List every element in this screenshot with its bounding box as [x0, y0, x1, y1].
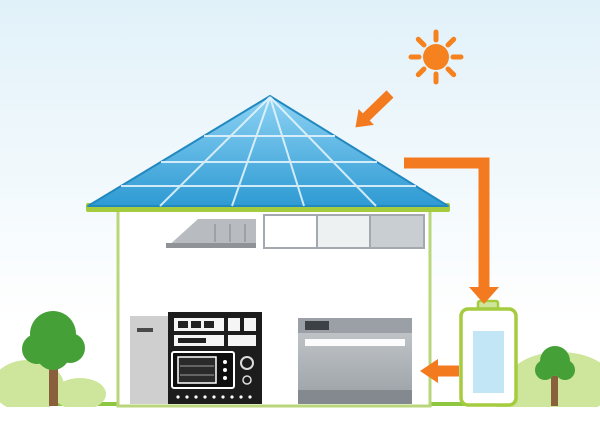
oven-knob: [240, 356, 254, 370]
solar-panel-grid: [121, 96, 416, 207]
oven-microwave-unit: [130, 312, 262, 404]
oven-button-row: [176, 395, 252, 399]
battery-cell: [473, 331, 504, 393]
tree-left-trunk: [49, 360, 58, 406]
house: [116, 208, 432, 408]
sun-rays: [408, 29, 464, 85]
arrow-roof-to-battery-icon: [404, 157, 499, 304]
tree-right-canopy: [535, 346, 575, 380]
dishwasher-unit: [298, 318, 412, 404]
tree-right: [535, 346, 575, 406]
storage-battery: [459, 299, 518, 407]
greenery: [0, 311, 600, 407]
sun-icon: [408, 29, 464, 85]
microwave-door: [171, 351, 235, 389]
arrow-sun-to-roof-icon: [355, 90, 394, 128]
second-floor-windows: [263, 214, 425, 249]
tree-left: [22, 311, 85, 406]
range-hood: [166, 219, 256, 248]
bush-left-small: [54, 378, 106, 407]
bushes: [0, 352, 600, 407]
sun-core: [423, 44, 449, 70]
tree-right-trunk: [551, 376, 558, 406]
solar-panel-roof: [86, 95, 450, 212]
tree-left-canopy: [22, 311, 85, 370]
bush-left: [0, 360, 64, 407]
arrow-battery-to-appliance-icon: [420, 359, 459, 383]
